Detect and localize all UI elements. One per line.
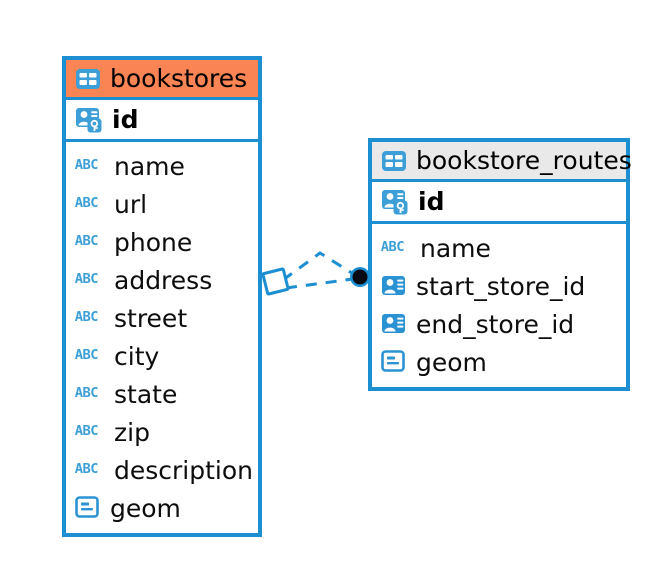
primary-key-row[interactable]: id — [372, 182, 626, 224]
relationship-line-upper — [282, 251, 356, 282]
entity-bookstore-routes[interactable]: bookstore_routes id — [368, 138, 632, 391]
field-row[interactable]: ABC phone — [75, 223, 248, 261]
abc-text-icon: ABC — [74, 195, 99, 212]
entity-title: bookstore_routes — [416, 146, 632, 175]
field-label: street — [114, 303, 188, 333]
field-row[interactable]: ABC url — [75, 185, 248, 223]
abc-text-icon: ABC — [74, 423, 99, 440]
geometry-icon — [75, 496, 101, 520]
entity-header-bookstores: bookstores — [66, 60, 258, 100]
field-label: state — [114, 379, 178, 409]
field-row[interactable]: ABC street — [75, 299, 248, 337]
field-row[interactable]: start_store_id — [381, 267, 616, 305]
abc-text-icon: ABC — [74, 309, 99, 326]
filled-circle-marker — [350, 267, 370, 287]
field-label: zip — [114, 417, 150, 447]
abc-text-icon: ABC — [74, 347, 99, 364]
foreign-key-icon — [381, 313, 407, 335]
geometry-icon — [381, 350, 407, 374]
relationship-line-lower — [285, 277, 354, 290]
primary-key-label: id — [418, 187, 445, 216]
field-label: description — [114, 455, 254, 485]
foreign-key-icon — [381, 275, 407, 297]
field-row[interactable]: ABC description — [74, 451, 253, 489]
table-icon — [75, 68, 101, 90]
primary-key-icon — [75, 107, 103, 133]
field-label: address — [114, 265, 213, 295]
field-row[interactable]: ABC address — [75, 261, 248, 299]
entity-header-bookstore-routes: bookstore_routes — [372, 142, 632, 182]
field-label: url — [114, 189, 148, 219]
field-label: start_store_id — [416, 271, 586, 301]
field-label: name — [420, 233, 491, 263]
field-list: ABC name ABC url ABC phone ABC address A… — [66, 142, 258, 533]
entity-title: bookstores — [110, 64, 248, 93]
abc-text-icon: ABC — [74, 271, 99, 288]
field-row[interactable]: ABC name — [381, 229, 616, 267]
field-label: geom — [416, 347, 487, 377]
abc-text-icon: ABC — [74, 385, 99, 402]
abc-text-icon: ABC — [74, 461, 99, 478]
field-label: name — [114, 151, 185, 181]
table-icon — [381, 150, 407, 172]
field-label: end_store_id — [416, 309, 575, 339]
field-row[interactable]: ABC zip — [75, 413, 248, 451]
primary-key-icon — [381, 189, 409, 215]
diamond-marker — [261, 267, 290, 296]
field-row[interactable]: geom — [381, 343, 616, 381]
field-row[interactable]: ABC state — [75, 375, 248, 413]
field-row[interactable]: end_store_id — [381, 305, 616, 343]
field-label: city — [114, 341, 160, 371]
abc-text-icon: ABC — [380, 239, 405, 256]
field-list: ABC name start_store_id — [372, 224, 626, 387]
entity-bookstores[interactable]: bookstores id — [62, 56, 262, 537]
abc-text-icon: ABC — [74, 233, 99, 250]
primary-key-row[interactable]: id — [66, 100, 258, 142]
abc-text-icon: ABC — [74, 157, 99, 174]
field-row[interactable]: ABC name — [75, 147, 248, 185]
field-label: geom — [110, 493, 181, 523]
field-label: phone — [114, 227, 193, 257]
field-row[interactable]: geom — [75, 489, 248, 527]
primary-key-label: id — [112, 105, 139, 134]
field-row[interactable]: ABC city — [75, 337, 248, 375]
